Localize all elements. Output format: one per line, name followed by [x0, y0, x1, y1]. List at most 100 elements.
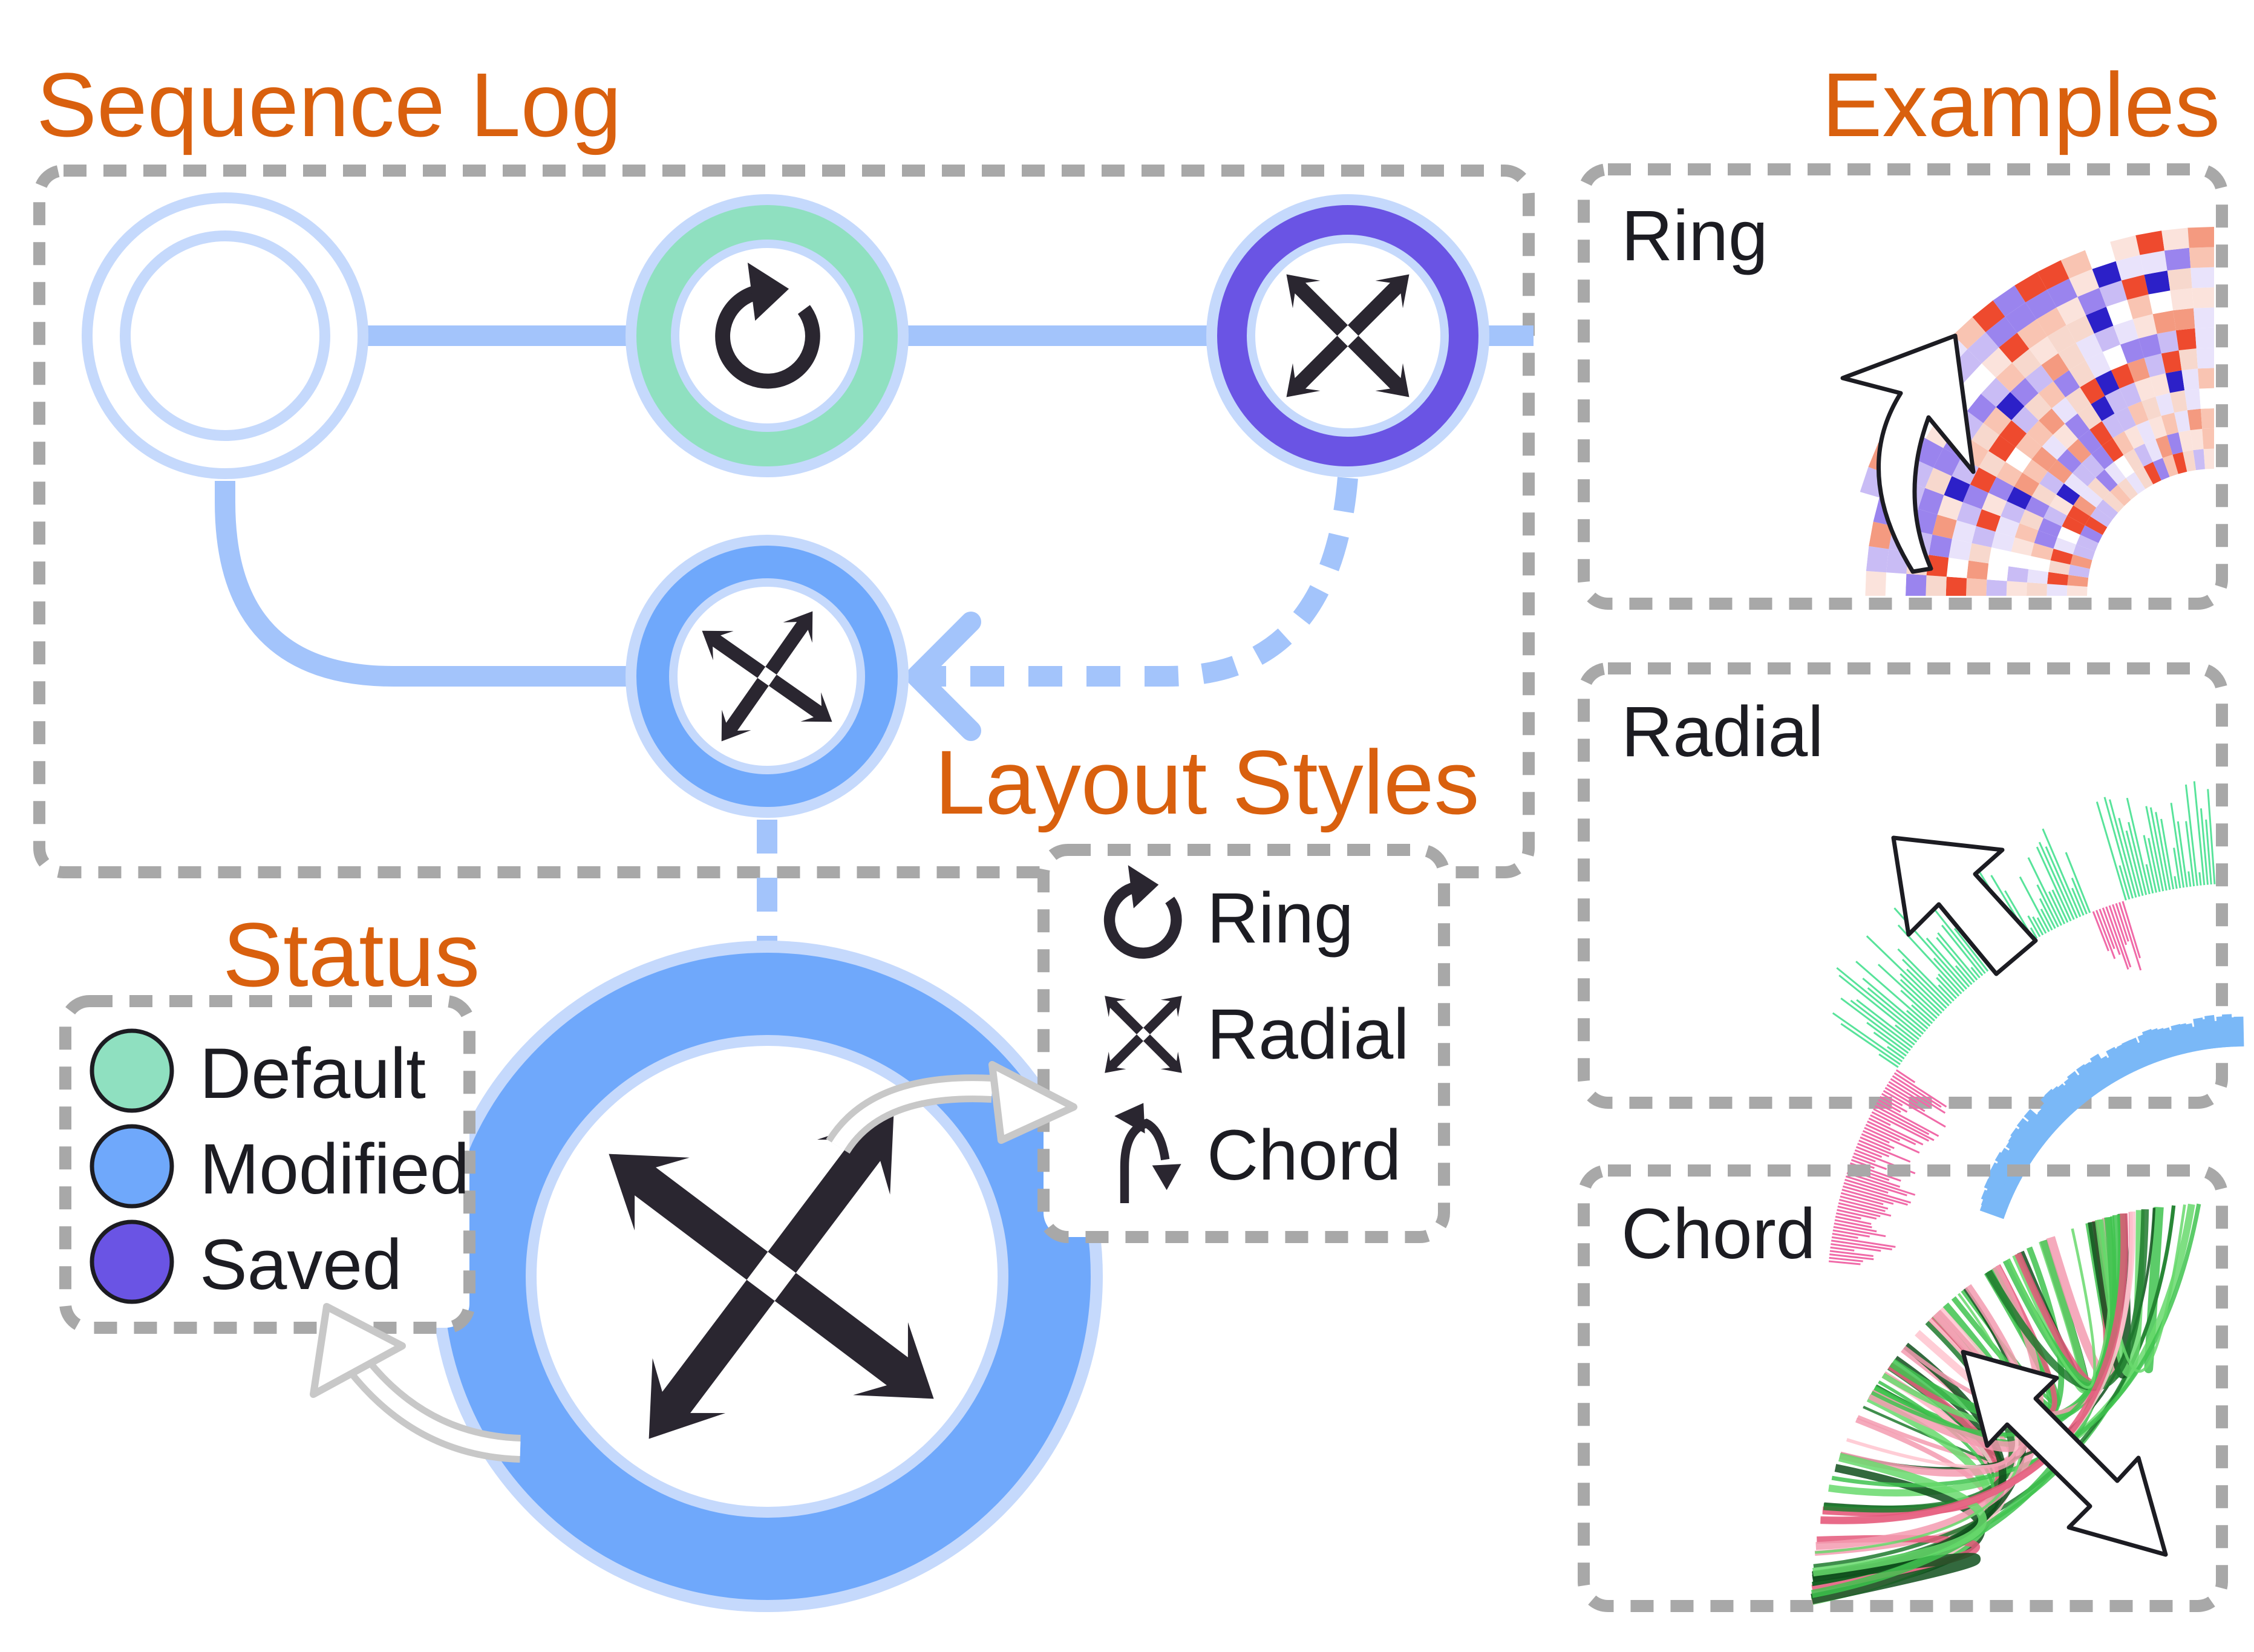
radial-inner-bar: [2154, 1028, 2172, 1060]
radial-outer-bar: [1878, 1099, 1901, 1113]
radial-outer-bar: [2027, 857, 2062, 926]
ring-heatmap-cell: [2155, 435, 2173, 459]
radial-outer-bar: [1830, 1246, 1855, 1252]
radial-inner-bar: [2160, 1027, 2178, 1059]
radial-outer-bar: [1837, 1209, 1877, 1220]
radial-inner-bar: [2233, 1016, 2244, 1047]
ring-heatmap-cell: [1944, 475, 1970, 503]
ring-heatmap-cell: [2080, 378, 2105, 405]
radial-outer-bar: [1856, 999, 1915, 1046]
status-swatch-default: [90, 1028, 174, 1113]
sequence-node-saved-radial[interactable]: [1206, 194, 1489, 477]
radial-inner-bar: [2182, 1023, 2198, 1053]
radial-outer-bar: [2036, 884, 2059, 928]
sequence-node-default-ring[interactable]: [626, 194, 909, 477]
layout-style-radial[interactable]: Radial: [1105, 994, 1410, 1074]
ring-heatmap-cell: [2028, 556, 2051, 572]
radial-outer-bar: [1900, 973, 1942, 1014]
ring-heatmap-cell: [1987, 563, 2009, 581]
ring-heatmap-cell: [2102, 413, 2125, 439]
ring-heatmap-cell: [2200, 408, 2214, 429]
ring-heatmap-cell: [2161, 413, 2179, 436]
radial-outer-bar: [2045, 846, 2079, 919]
ring-heatmap-cell: [1995, 516, 2020, 538]
ring-heatmap-cell: [2007, 566, 2029, 583]
ring-heatmap-cell: [2014, 472, 2040, 497]
radial-outer-bar: [1832, 1233, 1858, 1239]
radial-outer-bar: [1853, 1152, 1876, 1163]
ring-heatmap-cell: [2121, 275, 2149, 300]
ring-heatmap-cell: [2175, 328, 2197, 351]
ring-heatmap-cell: [2031, 543, 2054, 561]
sequence-log-title: Sequence Log: [36, 54, 622, 155]
status-swatch-modified: [90, 1124, 174, 1209]
radial-inner-bar: [2086, 1059, 2111, 1090]
ring-heatmap-cell: [2148, 416, 2167, 439]
radial-outer-bar: [2096, 801, 2127, 901]
ring-heatmap-cell: [1866, 546, 1889, 573]
radial-inner-bar: [2074, 1072, 2098, 1099]
radial-outer-bar: [1867, 1120, 1916, 1146]
radial-outer-bar: [1840, 1023, 1901, 1065]
ring-heatmap-cell: [2076, 333, 2103, 361]
layout-style-chord-label: Chord: [1207, 1115, 1401, 1195]
radial-outer-bar: [1862, 1130, 1890, 1144]
radial-inner-bar: [2055, 1083, 2082, 1112]
ring-heatmap-cell: [2115, 255, 2145, 281]
radial-outer-bar: [2108, 905, 2132, 968]
ring-heatmap-cell: [2065, 387, 2091, 414]
ring-heatmap-cell: [2120, 338, 2145, 364]
ring-heatmap-cell: [2106, 299, 2133, 326]
ring-heatmap-cell: [2048, 560, 2071, 575]
ring-heatmap-cell: [2072, 463, 2096, 486]
radial-outer-bar: [2092, 911, 2109, 952]
ring-heatmap-cell: [1966, 578, 1987, 596]
radial-inner-bar: [1984, 1178, 2016, 1200]
radial-outer-bar: [2040, 909, 2053, 931]
radial-outer-bar: [1860, 1136, 1891, 1151]
radial-outer-bar: [1901, 959, 1950, 1007]
example-chord-label: Chord: [1621, 1194, 1815, 1274]
ring-heatmap-cell: [2149, 373, 2171, 397]
layout-style-chord[interactable]: Chord: [1114, 1103, 1401, 1203]
ring-heatmap-cell: [1996, 362, 2025, 392]
ring-heatmap-cell: [2053, 537, 2077, 555]
radial-outer-bar: [1834, 1223, 1877, 1233]
example-radial-panel: [1578, 662, 2228, 1109]
radial-outer-bar: [1892, 1075, 1942, 1108]
layout-style-ring[interactable]: Ring: [1109, 865, 1354, 958]
radial-outer-bar: [1857, 1143, 1890, 1158]
sequence-node-empty[interactable]: [82, 192, 368, 479]
ring-heatmap-cell: [2057, 526, 2080, 544]
ring-heatmap-cell: [1926, 575, 1947, 596]
radial-outer-bar: [1941, 924, 1984, 976]
ring-heatmap-cell: [2058, 342, 2086, 371]
radial-outer-bar: [1868, 1117, 1924, 1146]
radial-outer-bar: [2126, 797, 2151, 895]
radial-outer-bar: [1839, 1198, 1886, 1212]
radial-outer-bar: [2177, 821, 2188, 887]
ring-heatmap-cell: [2102, 438, 2124, 462]
ring-heatmap-cell: [2167, 268, 2192, 291]
ring-heatmap-cell: [2027, 582, 2048, 596]
radial-outer-bar: [1831, 1239, 1892, 1250]
radial-outer-bar: [1900, 979, 1940, 1017]
ring-heatmap-cell: [2170, 390, 2187, 413]
ring-heatmap-cell: [2066, 315, 2094, 343]
ring-heatmap-cell: [2114, 406, 2137, 431]
radial-outer-bar: [1835, 1215, 1872, 1225]
ring-heatmap-cell: [1946, 557, 1969, 578]
radial-outer-bar: [1838, 1202, 1892, 1217]
radial-outer-bar: [1840, 997, 1911, 1051]
example-ring-panel: [1578, 163, 2228, 610]
ring-heatmap-cell: [2162, 454, 2178, 477]
radial-outer-bar: [1836, 967, 1922, 1037]
radial-inner-bar: [2166, 1028, 2183, 1057]
ring-heatmap-cell: [2029, 336, 2059, 365]
radial-outer-bar: [1831, 1243, 1881, 1252]
ring-heatmap-cell: [2109, 485, 2131, 506]
ring-heatmap-cell: [2038, 381, 2066, 409]
ring-heatmap-cell: [2148, 290, 2174, 315]
ring-heatmap-cell: [2172, 452, 2187, 474]
sequence-node-modified-radial[interactable]: [626, 535, 909, 818]
